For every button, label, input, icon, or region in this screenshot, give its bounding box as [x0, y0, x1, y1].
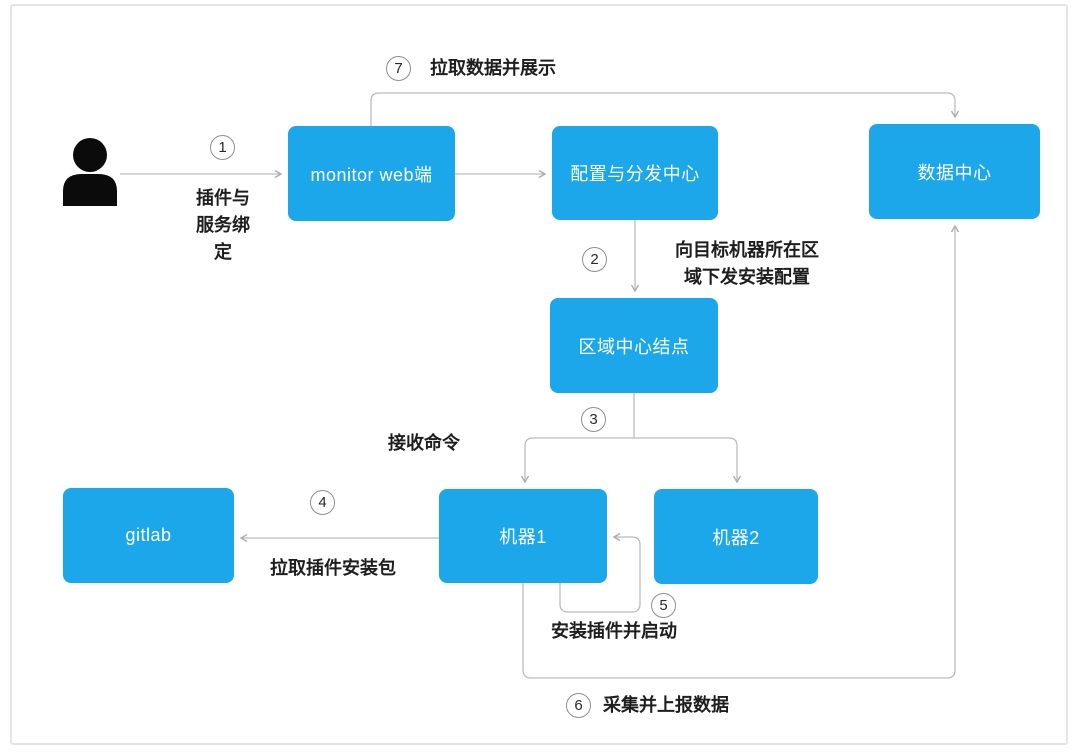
node-region-center-label: 区域中心结点: [578, 336, 690, 357]
step1-badge: 1: [210, 135, 235, 160]
connector-step7-monitor-to-datacenter: [370, 92, 960, 126]
step6-badge: 6: [566, 693, 591, 718]
node-config-distribution-center: 配置与分发中心: [552, 126, 718, 220]
step5-badge: 5: [651, 593, 676, 618]
node-data-center: 数据中心: [869, 124, 1040, 219]
step2-badge: 2: [582, 247, 607, 272]
node-gitlab: gitlab: [63, 488, 234, 583]
connector-step5-self-loop: [559, 532, 641, 613]
step7-badge: 7: [386, 56, 411, 81]
connector-step3-to-machine2: [634, 437, 742, 484]
node-machine1-label: 机器1: [499, 527, 547, 547]
step7-label: 拉取数据并展示: [430, 58, 556, 78]
node-machine1: 机器1: [439, 489, 607, 583]
connector-step3-to-machine1: [520, 437, 634, 484]
canvas-border: [10, 4, 1068, 745]
step3-label: 接收命令: [388, 433, 460, 453]
person-icon: [63, 138, 117, 206]
step6-label: 采集并上报数据: [603, 695, 729, 715]
node-monitor-web-label: monitor web端: [310, 164, 433, 185]
connector-step6-machine1-to-datacenter: [522, 224, 960, 679]
step2-label: 向目标机器所在区域下发安装配置: [675, 240, 819, 287]
node-config-distribution-center-label: 配置与分发中心: [570, 164, 700, 184]
node-machine2-label: 机器2: [712, 527, 760, 548]
node-data-center-label: 数据中心: [917, 162, 992, 183]
node-region-center: 区域中心结点: [550, 298, 718, 393]
step5-label: 安装插件并启动: [551, 621, 677, 641]
step4-label: 拉取插件安装包: [270, 558, 396, 578]
step4-badge: 4: [310, 490, 335, 515]
step1-label: 插件与服务绑定: [196, 188, 250, 262]
node-monitor-web: monitor web端: [288, 126, 455, 221]
step3-badge: 3: [581, 407, 606, 432]
node-machine2: 机器2: [654, 489, 818, 584]
node-gitlab-label: gitlab: [125, 525, 172, 545]
